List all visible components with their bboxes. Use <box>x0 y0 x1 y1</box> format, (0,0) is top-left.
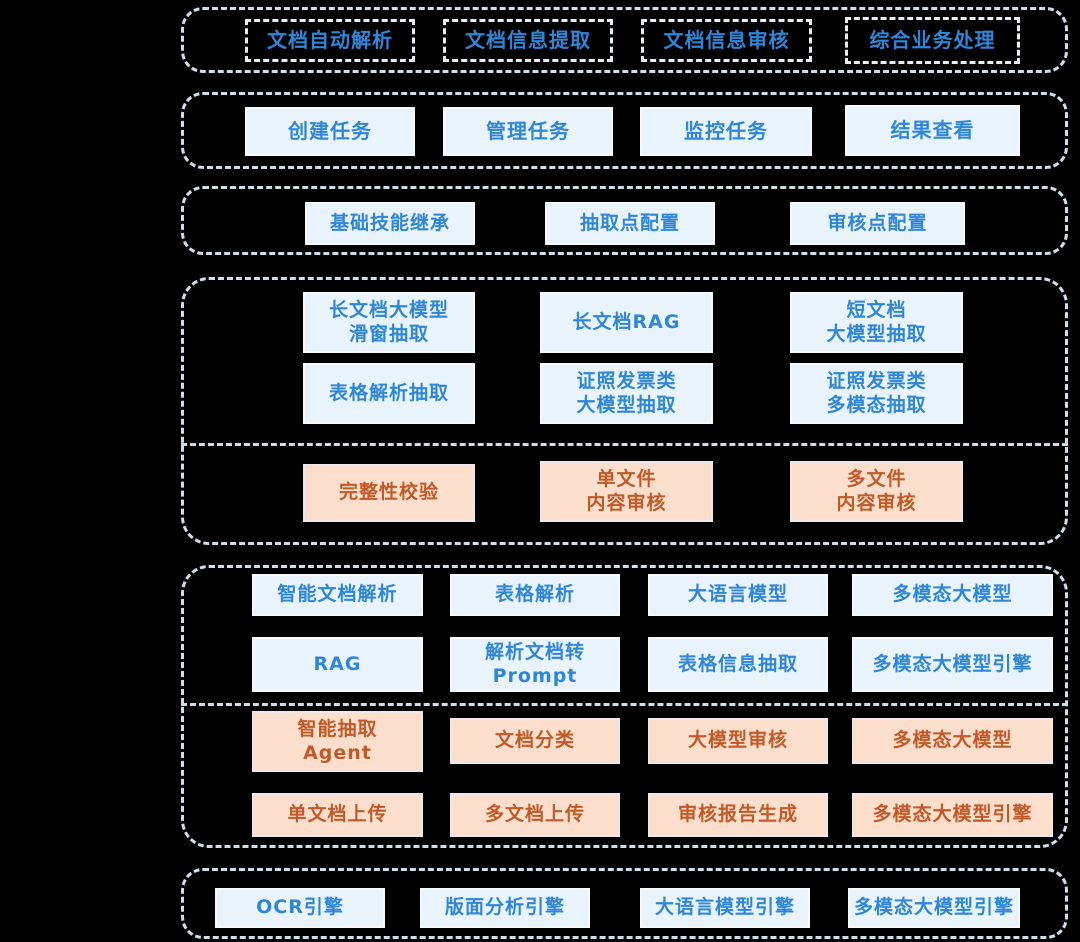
scenario-comprehensive-business: 综合业务处理 <box>845 17 1020 64</box>
skill-license-invoice-llm: 证照发票类 大模型抽取 <box>540 363 713 424</box>
cap-multimodal-llm: 多模态大模型 <box>852 574 1053 616</box>
config-skill-inherit: 基础技能继承 <box>305 202 475 245</box>
skill-table-parse-extract: 表格解析抽取 <box>303 363 475 424</box>
layer-tasks-container <box>181 92 1068 169</box>
cap-table-info-extract: 表格信息抽取 <box>648 637 828 692</box>
skills-audit-divider <box>181 443 1068 446</box>
audit-multi-file: 多文件 内容审核 <box>790 461 963 522</box>
cap-rag: RAG <box>252 637 423 692</box>
layer-config-container <box>181 186 1068 255</box>
cap-doc-classify: 文档分类 <box>450 718 620 764</box>
engine-layout-analysis: 版面分析引擎 <box>420 888 590 928</box>
task-monitor: 监控任务 <box>640 107 812 156</box>
cap-smart-doc-parse: 智能文档解析 <box>252 574 423 616</box>
config-audit-points: 审核点配置 <box>790 202 965 245</box>
cap-table-parse: 表格解析 <box>450 574 620 616</box>
layer-skills-container <box>181 277 1068 545</box>
skill-license-invoice-multimodal: 证照发票类 多模态抽取 <box>790 363 963 424</box>
task-manage: 管理任务 <box>443 107 613 156</box>
task-view-results: 结果查看 <box>845 105 1020 156</box>
scenario-doc-auto-parse: 文档自动解析 <box>245 19 415 62</box>
layer-engines-container <box>181 868 1068 939</box>
audit-single-file: 单文件 内容审核 <box>540 461 713 522</box>
engine-llm: 大语言模型引擎 <box>640 888 810 928</box>
cap-multi-doc-upload: 多文档上传 <box>450 793 620 837</box>
config-extract-points: 抽取点配置 <box>545 202 715 245</box>
layer-capabilities-container <box>181 565 1068 848</box>
cap-multimodal-engine-2: 多模态大模型引擎 <box>852 793 1053 837</box>
skill-shortdoc-llm: 短文档 大模型抽取 <box>790 292 963 353</box>
cap-llm: 大语言模型 <box>648 574 828 616</box>
layer-scenarios-container <box>181 7 1068 73</box>
skill-longdoc-rag: 长文档RAG <box>540 292 713 353</box>
engine-ocr: OCR引擎 <box>215 888 385 928</box>
cap-single-doc-upload: 单文档上传 <box>252 793 423 837</box>
cap-audit-report-gen: 审核报告生成 <box>648 793 828 837</box>
audit-integrity-check: 完整性校验 <box>303 464 475 522</box>
scenario-doc-info-extract: 文档信息提取 <box>443 19 613 62</box>
skill-longdoc-sliding-window: 长文档大模型 滑窗抽取 <box>303 292 475 353</box>
scenario-doc-info-audit: 文档信息审核 <box>641 19 812 62</box>
cap-llm-audit: 大模型审核 <box>648 718 828 764</box>
capabilities-divider <box>181 703 1068 706</box>
task-create: 创建任务 <box>245 107 415 156</box>
cap-multimodal-engine: 多模态大模型引擎 <box>852 637 1053 692</box>
engine-multimodal-llm: 多模态大模型引擎 <box>848 888 1020 928</box>
cap-multimodal-llm-2: 多模态大模型 <box>852 718 1053 764</box>
cap-doc-to-prompt: 解析文档转 Prompt <box>450 637 620 692</box>
cap-extract-agent: 智能抽取 Agent <box>252 711 423 772</box>
